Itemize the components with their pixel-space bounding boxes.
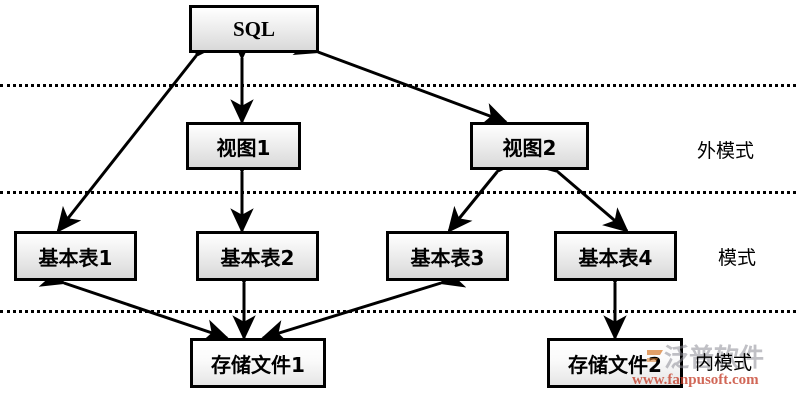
node-view2-label: 视图2: [502, 135, 557, 160]
edge-table3-file1: [260, 265, 467, 343]
node-table1[interactable]: 基本表1: [14, 231, 137, 281]
layer-divider-external-bottom: [0, 191, 796, 194]
node-view2[interactable]: 视图2: [470, 122, 589, 170]
node-table2[interactable]: 基本表2: [196, 231, 319, 281]
edge-view2-table4: [533, 148, 629, 233]
edge-sql-table1: [56, 30, 220, 233]
node-view1[interactable]: 视图1: [186, 122, 301, 170]
layer-label-conceptual-text: 模式: [718, 247, 757, 269]
edge-sql-view2: [292, 33, 509, 126]
node-table4-label: 基本表4: [578, 245, 653, 270]
node-sql-label: SQL: [232, 16, 276, 41]
node-view1-label: 视图1: [216, 135, 271, 160]
node-table2-label: 基本表2: [220, 245, 295, 270]
layer-label-conceptual: 模式: [718, 243, 756, 270]
layer-label-internal-text: 内模式: [695, 352, 753, 374]
node-file1-label: 存储文件1: [211, 352, 305, 377]
node-file2-label: 存储文件2: [568, 352, 662, 377]
node-file1[interactable]: 存储文件1: [190, 338, 326, 388]
node-sql[interactable]: SQL: [189, 5, 319, 53]
layer-label-internal: 内模式: [695, 348, 752, 375]
node-file2[interactable]: 存储文件2: [547, 338, 683, 388]
node-table1-label: 基本表1: [38, 245, 113, 270]
layer-label-external: 外模式: [697, 136, 754, 163]
node-table3[interactable]: 基本表3: [386, 231, 509, 281]
edge-table1-file1: [38, 264, 230, 342]
layer-label-external-text: 外模式: [697, 140, 755, 162]
node-table4[interactable]: 基本表4: [554, 231, 677, 281]
node-table3-label: 基本表3: [410, 245, 485, 270]
edge-view2-table3: [447, 146, 521, 233]
